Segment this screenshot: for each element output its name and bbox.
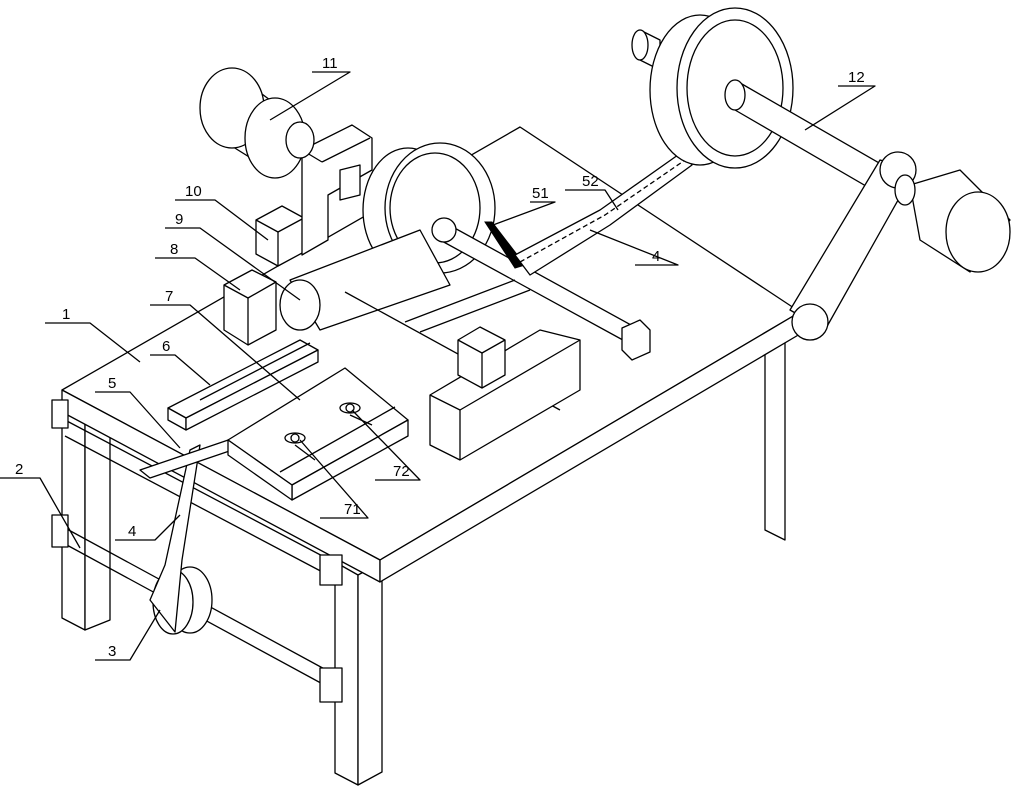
label-4-upper: 4 <box>652 248 660 265</box>
label-10: 10 <box>185 183 202 200</box>
label-8: 8 <box>170 241 178 258</box>
label-5: 5 <box>108 375 116 392</box>
label-4-lower: 4 <box>128 523 136 540</box>
label-71: 71 <box>344 501 361 518</box>
label-11: 11 <box>322 55 338 72</box>
label-12: 12 <box>848 69 865 86</box>
label-72: 72 <box>393 463 410 480</box>
label-3: 3 <box>108 643 116 660</box>
label-51: 51 <box>532 185 549 202</box>
label-9: 9 <box>175 211 183 228</box>
label-1: 1 <box>62 306 70 323</box>
motor-11 <box>200 68 314 178</box>
label-52: 52 <box>582 173 599 190</box>
label-7: 7 <box>165 288 173 305</box>
label-6: 6 <box>162 338 170 355</box>
label-2: 2 <box>15 461 23 478</box>
